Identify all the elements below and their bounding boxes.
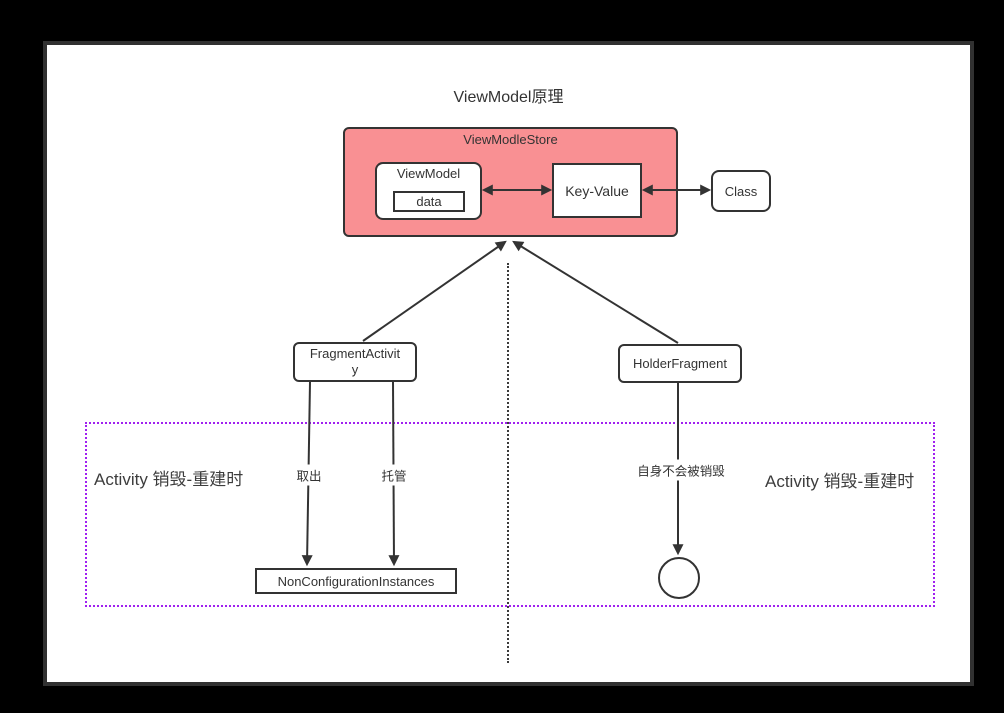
node-class: Class	[711, 170, 771, 212]
edge-label-self-not-destroyed: 自身不会被销毁	[635, 459, 727, 481]
edge-holderfragment-store	[512, 240, 679, 344]
node-data: data	[393, 191, 465, 212]
node-key-value: Key-Value	[552, 163, 642, 218]
node-viewmodlestore-label: ViewModleStore	[463, 132, 558, 147]
node-fragmentactivity: FragmentActivit y	[293, 342, 417, 382]
node-nonconfigurationinstances: NonConfigurationInstances	[255, 568, 457, 594]
self-loop-circle	[658, 557, 700, 599]
edge-label-take-out: 取出	[294, 464, 324, 486]
edge-label-host: 托管	[379, 464, 409, 486]
diagram-title: ViewModel原理	[453, 89, 564, 106]
region-label-left: Activity 销毁-重建时	[94, 470, 244, 489]
diagram-canvas: ViewModel原理 ViewModleStore ViewModel dat…	[47, 45, 970, 682]
destroy-rebuild-region	[85, 422, 935, 607]
edge-fragmentactivity-store	[362, 240, 507, 342]
node-holderfragment: HolderFragment	[618, 344, 742, 383]
region-label-right: Activity 销毁-重建时	[765, 472, 915, 491]
vertical-dotted-divider	[507, 263, 509, 663]
